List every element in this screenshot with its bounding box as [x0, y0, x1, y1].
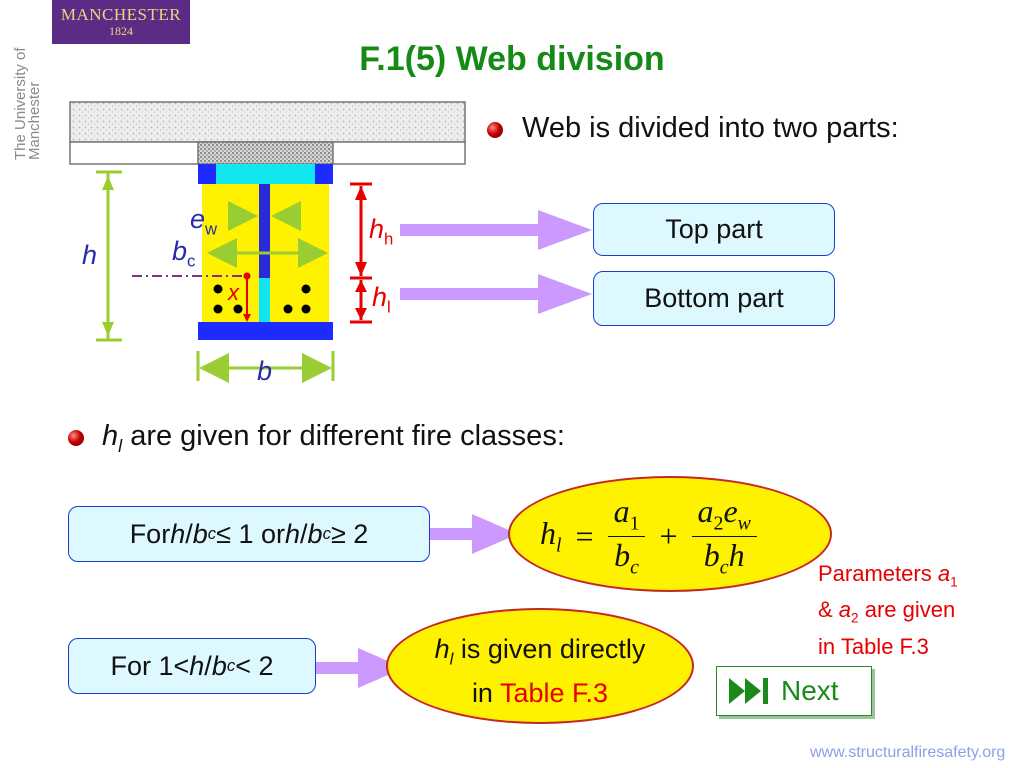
slide-title: F.1(5) Web division	[359, 40, 665, 78]
label-b: b	[257, 356, 273, 386]
arrow-to-top-part	[400, 210, 592, 250]
cross-section-diagram	[69, 101, 466, 383]
web-bottom-part	[259, 278, 270, 324]
label-hl: hl	[372, 282, 391, 317]
next-button[interactable]: Next	[716, 666, 872, 716]
parameters-note: Parameters a1 & a2 are given in Table F.…	[818, 561, 958, 659]
website-url: www.structuralfiresafety.org	[810, 744, 1006, 761]
bullet-icon	[487, 122, 503, 138]
part-arrows	[400, 210, 592, 314]
bottom-flange	[198, 322, 333, 340]
fraction-1: a1 bc	[607, 493, 646, 579]
bottom-part-box: Bottom part	[593, 271, 835, 326]
bullet-text-2: hl are given for different fire classes:	[102, 420, 565, 456]
fraction-2: a2ew bch	[691, 493, 757, 579]
logo-name: MANCHESTER	[60, 5, 182, 24]
formula-lhs: hl	[540, 514, 562, 557]
top-part-box: Top part	[593, 203, 835, 256]
logo-year: 1824	[109, 24, 133, 38]
formula-plus: +	[659, 517, 678, 554]
skip-forward-icon	[729, 678, 768, 704]
formula-ellipse	[508, 476, 832, 592]
rebars	[213, 284, 311, 314]
direct-text: hl is given directly in Table F.3	[434, 634, 646, 709]
label-h: h	[82, 240, 98, 270]
label-bc: bc	[172, 236, 196, 271]
formula-equals: =	[575, 517, 594, 554]
arrow-to-direct	[316, 648, 404, 688]
label-ew: ew	[190, 204, 218, 239]
direct-ellipse	[386, 608, 694, 724]
hl-formula: hl = a1 bc + a2ew bch	[540, 488, 757, 584]
arrow-to-formula	[430, 514, 518, 554]
top-flange-exposed	[216, 164, 315, 184]
arrow-to-bottom-part	[400, 274, 592, 314]
bullet-text-1: Web is divided into two parts:	[522, 112, 899, 144]
university-logo: MANCHESTER 1824	[52, 0, 190, 44]
table-f3-link[interactable]: Table F.3	[499, 678, 609, 709]
slab-rib	[197, 141, 334, 165]
label-hh: hh	[369, 214, 394, 249]
label-x: x	[228, 280, 239, 305]
bullet-icon	[68, 430, 84, 446]
next-label: Next	[781, 675, 839, 706]
